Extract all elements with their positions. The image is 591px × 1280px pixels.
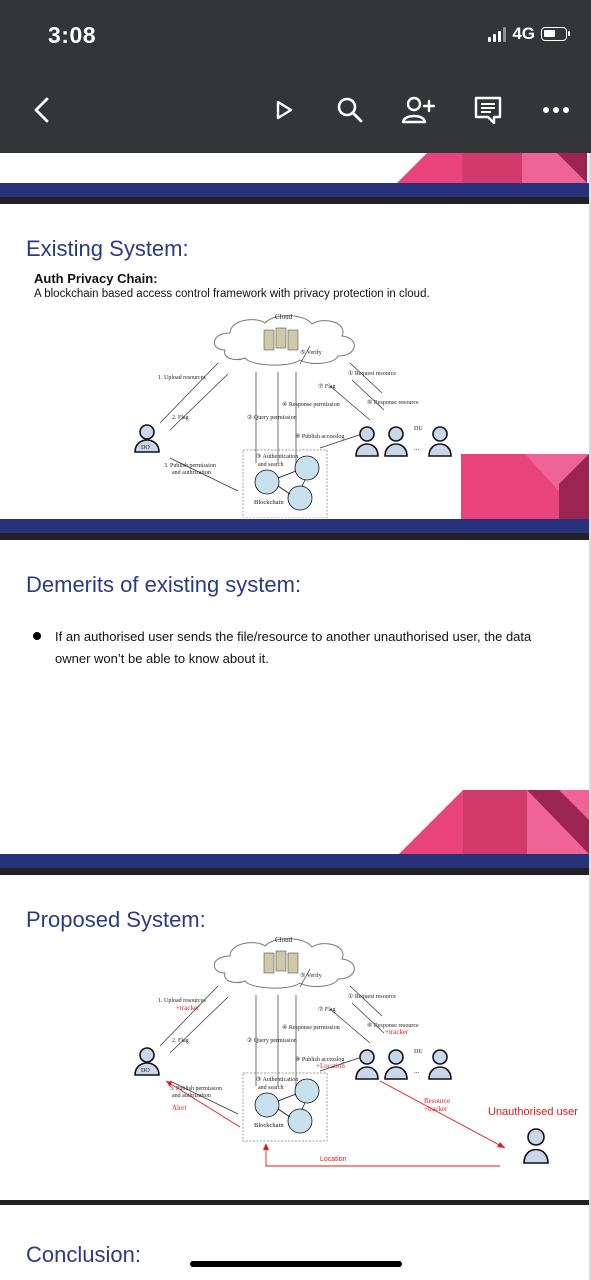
label-location-log: +Location (316, 1062, 345, 1070)
architecture-diagram-existing: Cloud ⑤ Verify ① Request resource 1. Upl… (134, 313, 452, 518)
data-users-figure: ... (355, 1049, 452, 1080)
present-button[interactable] (264, 90, 304, 130)
label-flag: 2. Flag (172, 415, 189, 421)
label-do: DO (141, 1068, 150, 1074)
slide-divider (0, 854, 589, 875)
label-response-resource: ⑥ Response resource (367, 1022, 419, 1029)
search-icon (337, 97, 363, 123)
network-type: 4G (512, 24, 535, 43)
label-auth-1: ③ Authentication (256, 453, 298, 460)
label-du: DU (414, 1049, 423, 1055)
slide-subtitle: Auth Privacy Chain: (34, 271, 158, 286)
blockchain-box (242, 449, 328, 518)
label-publish-permission-1: 3. Publish permission (170, 1086, 222, 1092)
home-indicator[interactable] (190, 1261, 402, 1267)
label-publish-accesslog: ⑧ Publish accesslog (295, 433, 344, 440)
label-publish-permission-2: and authrization (172, 470, 211, 476)
tracking-arrows (165, 1080, 506, 1167)
back-button[interactable] (22, 90, 62, 130)
label-query-permission: ② Query permission (247, 414, 297, 421)
label-publish-accesslog: ⑧ Publish accesslog (295, 1056, 344, 1063)
label-ellipsis: ... (414, 444, 420, 452)
data-owner-figure: DO (134, 424, 160, 453)
label-response-resource: ⑥ Response resource (367, 399, 419, 406)
slide-title: Conclusion: (26, 1242, 141, 1267)
label-location: Location (320, 1156, 347, 1163)
label-flag-top: ⑦ Flag (318, 1006, 336, 1013)
cloud-label: Cloud (275, 936, 293, 944)
label-do: DO (141, 445, 150, 451)
blockchain-nodes (254, 1078, 320, 1134)
label-request-resource: ① Request resource (348, 370, 396, 377)
label-query-permission: ② Query permission (247, 1037, 297, 1044)
slide-title: Existing System: (26, 236, 189, 261)
label-du: DU (414, 426, 423, 432)
label-request-resource: ① Request resource (348, 993, 396, 1000)
slide-divider (0, 1200, 589, 1210)
label-resource: Resource (424, 1097, 450, 1105)
status-time: 3:08 (48, 22, 97, 48)
slide-demerits[interactable]: Demerits of existing system: If an autho… (0, 540, 589, 854)
app-header: 3:08 4G (0, 0, 591, 153)
label-tracker-response: +tracker (385, 1028, 409, 1036)
present-icon (276, 100, 293, 120)
architecture-diagram-proposed: Cloud ⑤ Verify ① Request resource 1. Upl… (134, 936, 578, 1167)
decor-triangles (461, 454, 589, 524)
label-response-permission: ④ Response permission (282, 1024, 340, 1031)
label-auth-1: ③ Authentication (256, 1076, 298, 1083)
decor-triangles (399, 790, 589, 854)
blockchain-nodes (254, 455, 320, 511)
unauthorised-user-figure (523, 1128, 549, 1164)
server-icon (263, 950, 299, 974)
decor-triangles (397, 153, 587, 183)
blockchain-box (242, 1072, 328, 1142)
slide-deck[interactable]: Existing System: Auth Privacy Chain: A b… (0, 153, 591, 1280)
label-verify: ⑤ Verify (300, 972, 322, 979)
back-icon (34, 97, 49, 123)
slide-existing-system[interactable]: Existing System: Auth Privacy Chain: A b… (0, 204, 589, 524)
slide-conclusion[interactable]: Conclusion: (0, 1210, 589, 1280)
data-owner-figure: DO (134, 1047, 160, 1076)
label-publish-permission-1: 3. Publish permission (164, 463, 216, 469)
status-indicators: 4G (488, 24, 570, 44)
label-blockchain: Blockchain (254, 499, 284, 506)
label-blockchain: Blockchain (254, 1122, 284, 1129)
label-publish-permission-2: and authrization (172, 1093, 211, 1099)
label-unauthorised-user: Unauthorised user (488, 1106, 578, 1118)
bullet-text: If an authorised user sends the file/res… (55, 629, 532, 666)
battery-icon (541, 27, 570, 41)
server-icon (263, 327, 299, 351)
label-auth-2: and search (258, 1085, 284, 1091)
slide-title: Demerits of existing system: (26, 572, 302, 597)
comments-button[interactable] (468, 90, 508, 130)
slide-divider (0, 519, 589, 542)
more-icon (543, 107, 569, 113)
label-verify: ⑤ Verify (300, 349, 322, 356)
label-upload-resources: 1. Upload resources (158, 998, 206, 1004)
comments-icon (474, 96, 502, 125)
signal-icon (488, 26, 507, 42)
label-response-permission: ④ Response permission (282, 401, 340, 408)
cloud-label: Cloud (275, 313, 293, 321)
slide-previous-footer (0, 153, 589, 204)
bullet-icon (33, 632, 41, 640)
add-person-icon (401, 96, 436, 124)
search-button[interactable] (330, 90, 370, 130)
label-resource-tracker: +tracker (424, 1105, 448, 1113)
data-users-figure: ... (355, 426, 452, 457)
more-options-button[interactable] (536, 90, 576, 130)
slide-title: Proposed System: (26, 907, 206, 932)
label-auth-2: and search (258, 462, 284, 468)
label-tracker-upload: +tracker (176, 1004, 200, 1012)
label-flag-top: ⑦ Flag (318, 383, 336, 390)
slide-description: A blockchain based access control framew… (34, 288, 430, 300)
label-flag: 2. Flag (172, 1038, 189, 1044)
label-alert: Alert (172, 1104, 186, 1112)
share-button[interactable] (399, 90, 439, 130)
label-upload-resources: 1. Upload resources (158, 375, 206, 381)
slide-proposed-system[interactable]: Proposed System: Cloud ⑤ Verify ① Reques… (0, 875, 589, 1200)
label-ellipsis: ... (414, 1067, 420, 1075)
